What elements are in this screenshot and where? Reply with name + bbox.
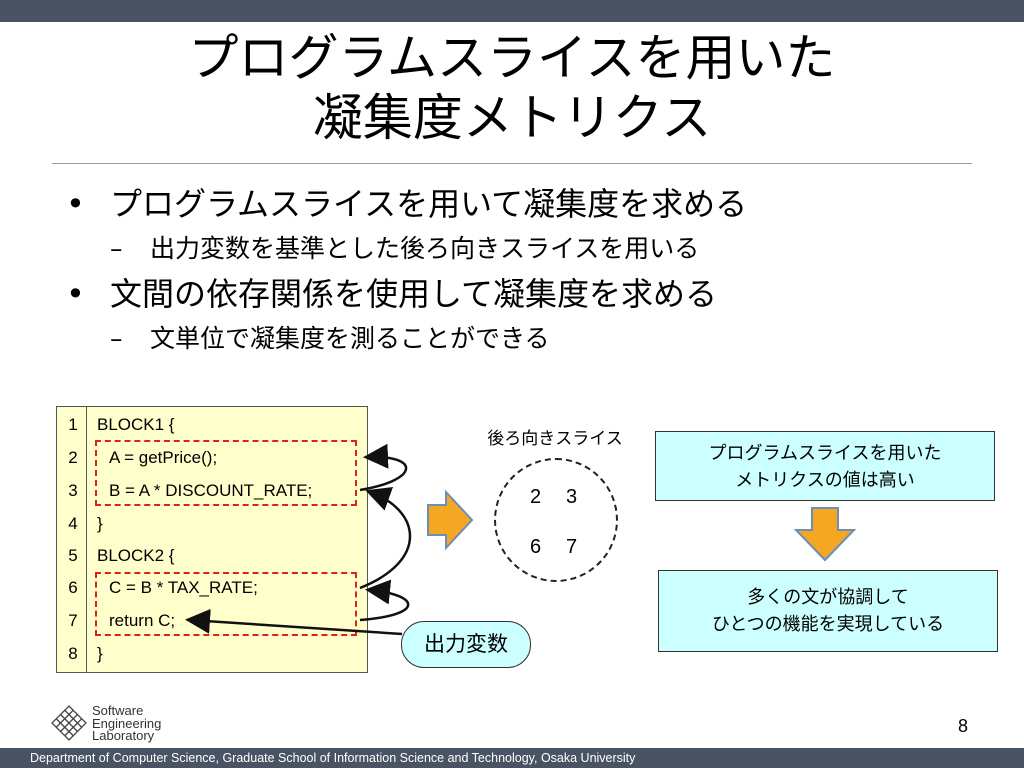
line-number: 4 [68, 514, 78, 533]
dependency-arrow-3-to-2 [359, 443, 408, 492]
high-metric-line-2: メトリクスの値は高い [735, 470, 915, 491]
high-metric-line-1: プログラムスライスを用いた [708, 443, 942, 464]
result-line-2: ひとつの機能を実現している [711, 614, 945, 635]
code-line: 3 B = A * DISCOUNT_RATE; [57, 475, 367, 507]
slide-title: プログラムスライスを用いた 凝集度メトリクス [0, 28, 1024, 148]
line-number: 7 [68, 611, 78, 630]
slice-highlight-block2 [95, 572, 357, 636]
code-text: A = getPrice(); [109, 448, 218, 467]
output-variable-pointer [185, 608, 403, 636]
title-line-1: プログラムスライスを用いた [188, 29, 836, 87]
code-text: return C; [109, 611, 176, 630]
high-metric-box: プログラムスライスを用いた メトリクスの値は高い [655, 431, 995, 501]
footer-bar: Department of Computer Science, Graduate… [0, 748, 1024, 768]
line-number: 6 [68, 578, 78, 597]
bullet-1: プログラムスライスを用いて凝集度を求める [62, 180, 962, 228]
sub-bullet-1: 出力変数を基準とした後ろ向きスライスを用いる [62, 228, 962, 270]
code-text: } [97, 644, 103, 663]
slice-highlight-block1 [95, 440, 357, 506]
code-line: 6 C = B * TAX_RATE; [57, 572, 367, 604]
dependency-arrow-6-to-3 [359, 487, 412, 590]
output-variable-callout: 出力変数 [401, 621, 531, 668]
logo-line-2: Engineering [92, 715, 162, 731]
code-line: 2 A = getPrice(); [57, 442, 367, 474]
code-line: 4} [57, 508, 367, 540]
code-text: } [97, 514, 103, 533]
result-line-1: 多くの文が協調して [747, 587, 909, 608]
line-number-separator [86, 407, 87, 672]
right-block-arrow [427, 489, 474, 551]
line-number: 1 [68, 415, 78, 434]
backward-slice-label: 後ろ向きスライス [487, 429, 623, 449]
down-block-arrow [793, 507, 857, 562]
line-number: 5 [68, 546, 78, 565]
code-line: 8} [57, 638, 367, 670]
logo-line-3: Laboratory [92, 728, 155, 743]
code-line: 7 return C; [57, 605, 367, 637]
code-text: BLOCK1 { [97, 415, 175, 434]
title-divider [52, 163, 972, 164]
lab-logo-text: Software Engineering Laboratory [92, 703, 162, 743]
code-text: C = B * TAX_RATE; [109, 578, 258, 597]
code-text: B = A * DISCOUNT_RATE; [109, 481, 313, 500]
page-number: 8 [958, 716, 969, 736]
slice-node: 7 [566, 536, 578, 558]
slice-set-circle [494, 458, 618, 582]
title-line-2: 凝集度メトリクス [312, 89, 712, 147]
result-box: 多くの文が協調して ひとつの機能を実現している [658, 570, 998, 652]
line-number: 2 [68, 448, 78, 467]
code-line: 5 BLOCK2 { [57, 540, 367, 572]
line-number: 3 [68, 481, 78, 500]
dependency-arrow-7-to-6 [359, 579, 410, 622]
slice-node: 2 [530, 486, 542, 508]
bullet-2: 文間の依存関係を使用して凝集度を求める [62, 270, 962, 318]
line-number: 8 [68, 644, 78, 663]
bullet-list: プログラムスライスを用いて凝集度を求める 出力変数を基準とした後ろ向きスライスを… [62, 180, 962, 360]
globe-grid-icon [51, 705, 87, 741]
sub-bullet-2: 文単位で凝集度を測ることができる [62, 318, 962, 360]
top-bar [0, 0, 1024, 22]
code-text: BLOCK2 { [97, 546, 175, 565]
logo-line-1: Software [92, 703, 144, 718]
slice-node: 6 [530, 536, 542, 558]
code-line: 1 BLOCK1 { [57, 409, 367, 441]
slice-node: 3 [566, 486, 578, 508]
